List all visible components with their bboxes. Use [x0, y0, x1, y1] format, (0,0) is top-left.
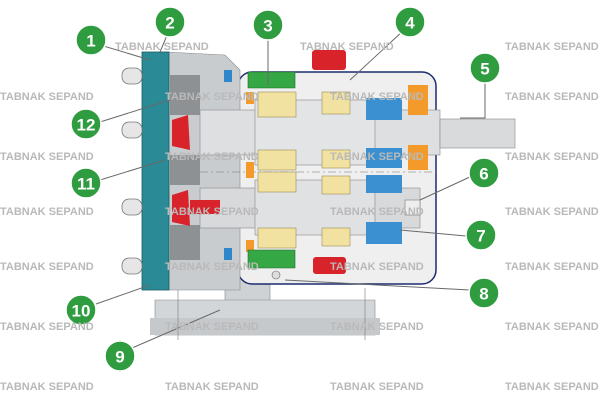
watermark-text: TABNAK SEPAND	[300, 41, 394, 53]
watermark-text: TABNAK SEPAND	[505, 41, 599, 53]
watermark-text: TABNAK SEPAND	[505, 261, 599, 273]
drain-plug	[313, 257, 346, 274]
callout-circle	[465, 219, 497, 251]
watermark-text: TABNAK SEPAND	[0, 321, 94, 333]
callout-number: 8	[479, 285, 488, 304]
watermark-text: TABNAK SEPAND	[0, 261, 94, 273]
watermark-text: TABNAK SEPAND	[330, 206, 424, 218]
watermark-text: TABNAK SEPAND	[165, 91, 259, 103]
watermark-text: TABNAK SEPAND	[330, 381, 424, 393]
bearing-cap-bottom	[247, 249, 296, 269]
callout-1: 1	[75, 24, 107, 56]
callout-number: 6	[479, 165, 488, 184]
leader-lines	[95, 27, 486, 349]
watermark-text: TABNAK SEPAND	[165, 206, 259, 218]
watermark-text: TABNAK SEPAND	[115, 41, 209, 53]
watermark-text: TABNAK SEPAND	[505, 91, 599, 103]
watermark-text: TABNAK SEPAND	[0, 151, 94, 163]
callout-circle	[154, 6, 186, 38]
callout-number: 12	[77, 116, 96, 135]
watermark-text: TABNAK SEPAND	[330, 91, 424, 103]
callout-number: 11	[77, 175, 95, 194]
watermark-text: TABNAK SEPAND	[330, 151, 424, 163]
callout-number: 2	[165, 14, 174, 33]
watermark-text: TABNAK SEPAND	[165, 261, 259, 273]
watermark-text: TABNAK SEPAND	[0, 206, 94, 218]
callout-number: 10	[72, 302, 91, 321]
callout-number: 9	[115, 348, 124, 367]
watermark-layer: TABNAK SEPAND TABNAK SEPAND TABNAK SEPAND T…	[0, 41, 599, 393]
callout-circle	[468, 277, 500, 309]
callout-number: 7	[476, 227, 485, 246]
watermark-text: TABNAK SEPAND	[165, 321, 259, 333]
watermark-text: TABNAK SEPAND	[330, 321, 424, 333]
callout-8: 8	[468, 277, 500, 309]
bearing-cap-top	[247, 71, 296, 89]
callout-number: 5	[480, 60, 489, 79]
callout-2: 2	[154, 6, 186, 38]
input-gear-top	[172, 115, 190, 150]
watermark-text: TABNAK SEPAND	[0, 91, 94, 103]
callout-11: 11	[70, 167, 102, 199]
watermark-text: TABNAK SEPAND	[330, 261, 424, 273]
callout-9: 9	[104, 340, 136, 372]
tapered-bearings	[257, 91, 351, 249]
callout-number: 4	[405, 14, 415, 33]
breather-plug	[312, 50, 346, 70]
callout-circle	[104, 340, 136, 372]
callout-10: 10	[65, 294, 97, 326]
output-gear	[366, 98, 402, 244]
callout-7: 7	[465, 219, 497, 251]
cap-nuts	[121, 67, 143, 275]
watermark-text: TABNAK SEPAND	[505, 206, 599, 218]
callout-circle	[394, 6, 426, 38]
callout-3: 3	[252, 9, 284, 41]
callout-12: 12	[70, 108, 102, 140]
watermark-text: TABNAK SEPAND	[165, 381, 259, 393]
callout-circle	[65, 294, 97, 326]
callout-number: 1	[86, 32, 95, 51]
watermark-text: TABNAK SEPAND	[505, 321, 599, 333]
watermark-text: TABNAK SEPAND	[165, 151, 259, 163]
callout-circle	[70, 108, 102, 140]
callout-5: 5	[469, 52, 501, 84]
callout-circle	[75, 24, 107, 56]
orange-spacers	[246, 85, 428, 252]
callout-circle	[252, 9, 284, 41]
callout-4: 4	[394, 6, 426, 38]
input-gear-bottom	[172, 190, 190, 226]
callout-circle	[468, 157, 500, 189]
callout-number: 3	[263, 17, 272, 36]
callout-6: 6	[468, 157, 500, 189]
callout-circle	[70, 167, 102, 199]
watermark-text: TABNAK SEPAND	[505, 151, 599, 163]
watermark-text: TABNAK SEPAND	[505, 381, 599, 393]
callout-circle	[469, 52, 501, 84]
flange-plate	[141, 51, 170, 291]
watermark-text: TABNAK SEPAND	[0, 381, 94, 393]
